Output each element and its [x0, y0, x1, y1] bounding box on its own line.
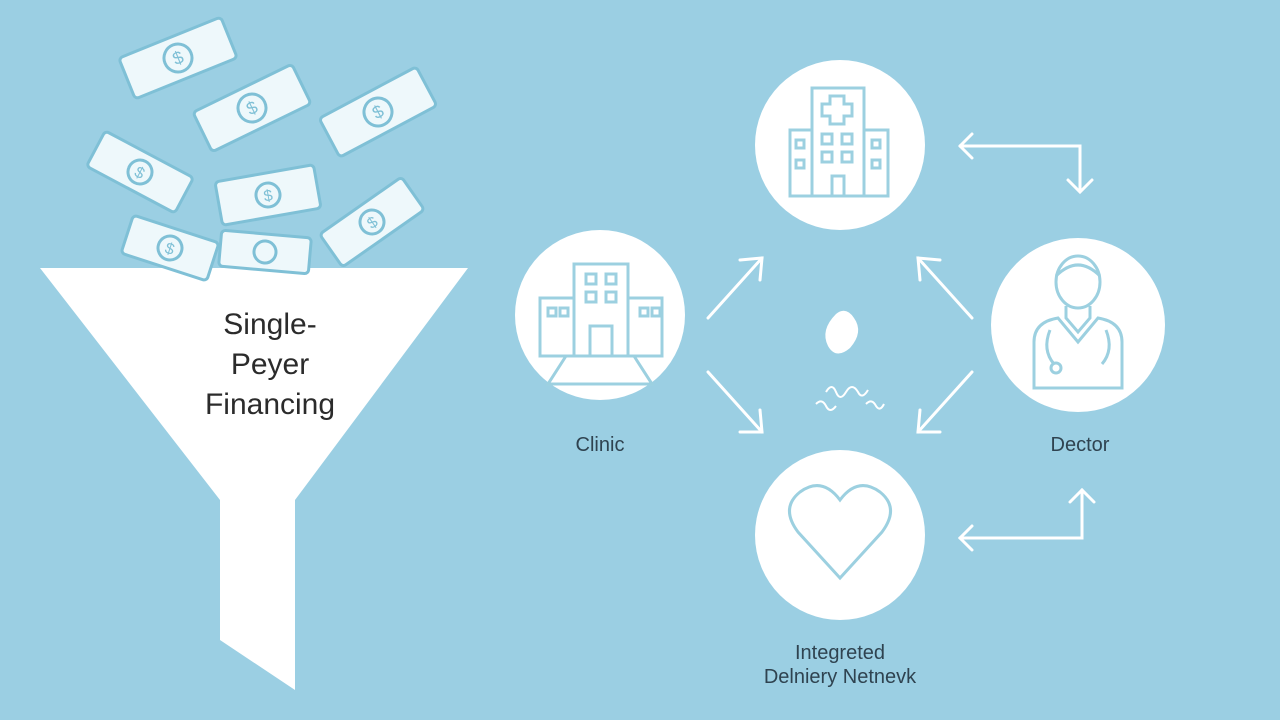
doctor-label: Dector: [1050, 434, 1110, 456]
funnel-icon: [40, 268, 468, 690]
clinic-label: Clinic: [575, 434, 625, 456]
funnel-label-line-1: Single-: [223, 308, 317, 341]
heart-organ-icon: [815, 310, 885, 411]
clinic-node: [515, 230, 685, 400]
funnel-label-line-3: Financing: [204, 388, 336, 421]
doctor-node: [991, 238, 1165, 412]
arrow-doctor-network: [957, 487, 1096, 552]
arrow-clinic-to-hospital: [706, 256, 764, 320]
arrow-clinic-to-network: [706, 370, 764, 434]
network-label-line-2: Delniery Netnevk: [763, 666, 917, 688]
network-label-line-1: Integreted: [794, 642, 886, 664]
doctor-icon: [1032, 254, 1124, 390]
arrow-doctor-to-network: [916, 370, 974, 434]
svg-text:$: $: [262, 187, 274, 205]
funnel-label-line-2: Peyer: [230, 348, 310, 381]
heart-icon: [788, 484, 892, 581]
hospital-building-icon: [788, 86, 890, 198]
arrow-doctor-to-hospital: [916, 256, 974, 320]
network-node: [755, 450, 925, 620]
clinic-building-icon: [538, 262, 664, 386]
banknote-icon: $ $ $ $ $ $ $: [86, 16, 437, 282]
funnel-label: Single- Peyer Financing: [150, 305, 390, 425]
arrow-hospital-doctor: [958, 132, 1094, 195]
hospital-node: [755, 60, 925, 230]
flow-arrows: [706, 132, 1096, 552]
